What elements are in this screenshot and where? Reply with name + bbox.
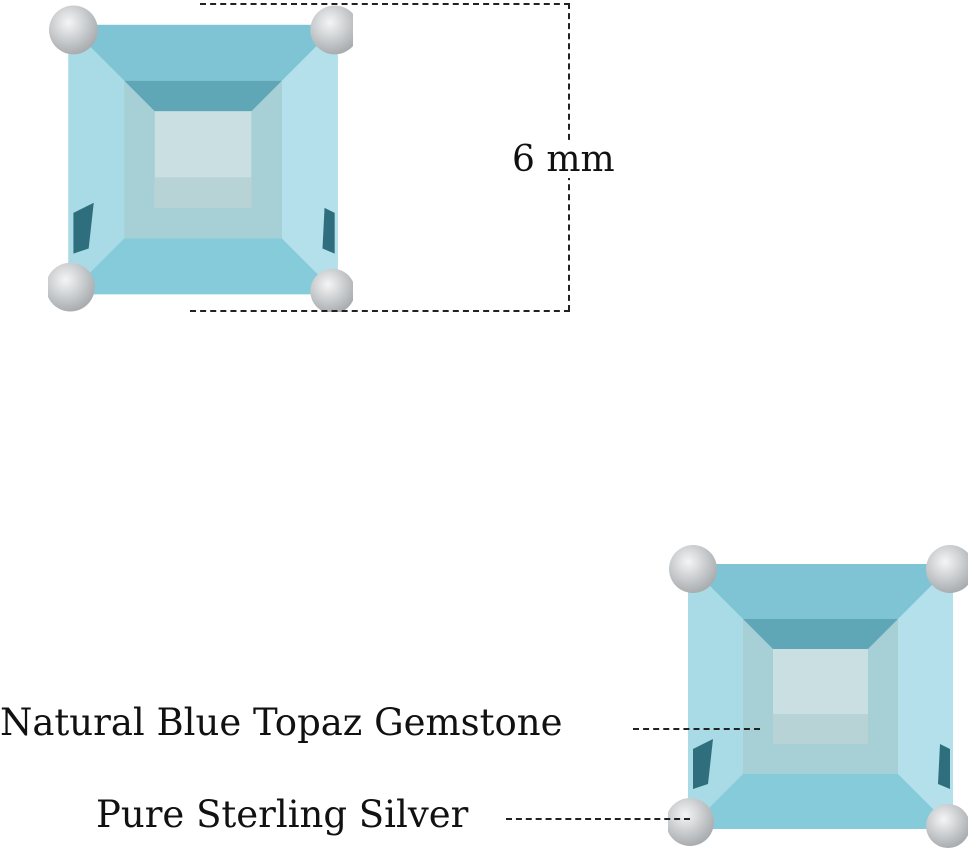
dimension-top-line [200, 3, 570, 5]
dimension-label: 6 mm [508, 142, 619, 178]
gemstone-callout-label: Natural Blue Topaz Gemstone [0, 701, 563, 744]
gemstone-callout-line [633, 728, 760, 730]
blue-topaz-stud-earring-image [48, 5, 353, 312]
dimension-bottom-line [190, 310, 570, 312]
blue-topaz-stud-earring-image [668, 545, 968, 848]
metal-callout-line [506, 818, 690, 820]
metal-callout-label: Pure Sterling Silver [96, 793, 469, 836]
